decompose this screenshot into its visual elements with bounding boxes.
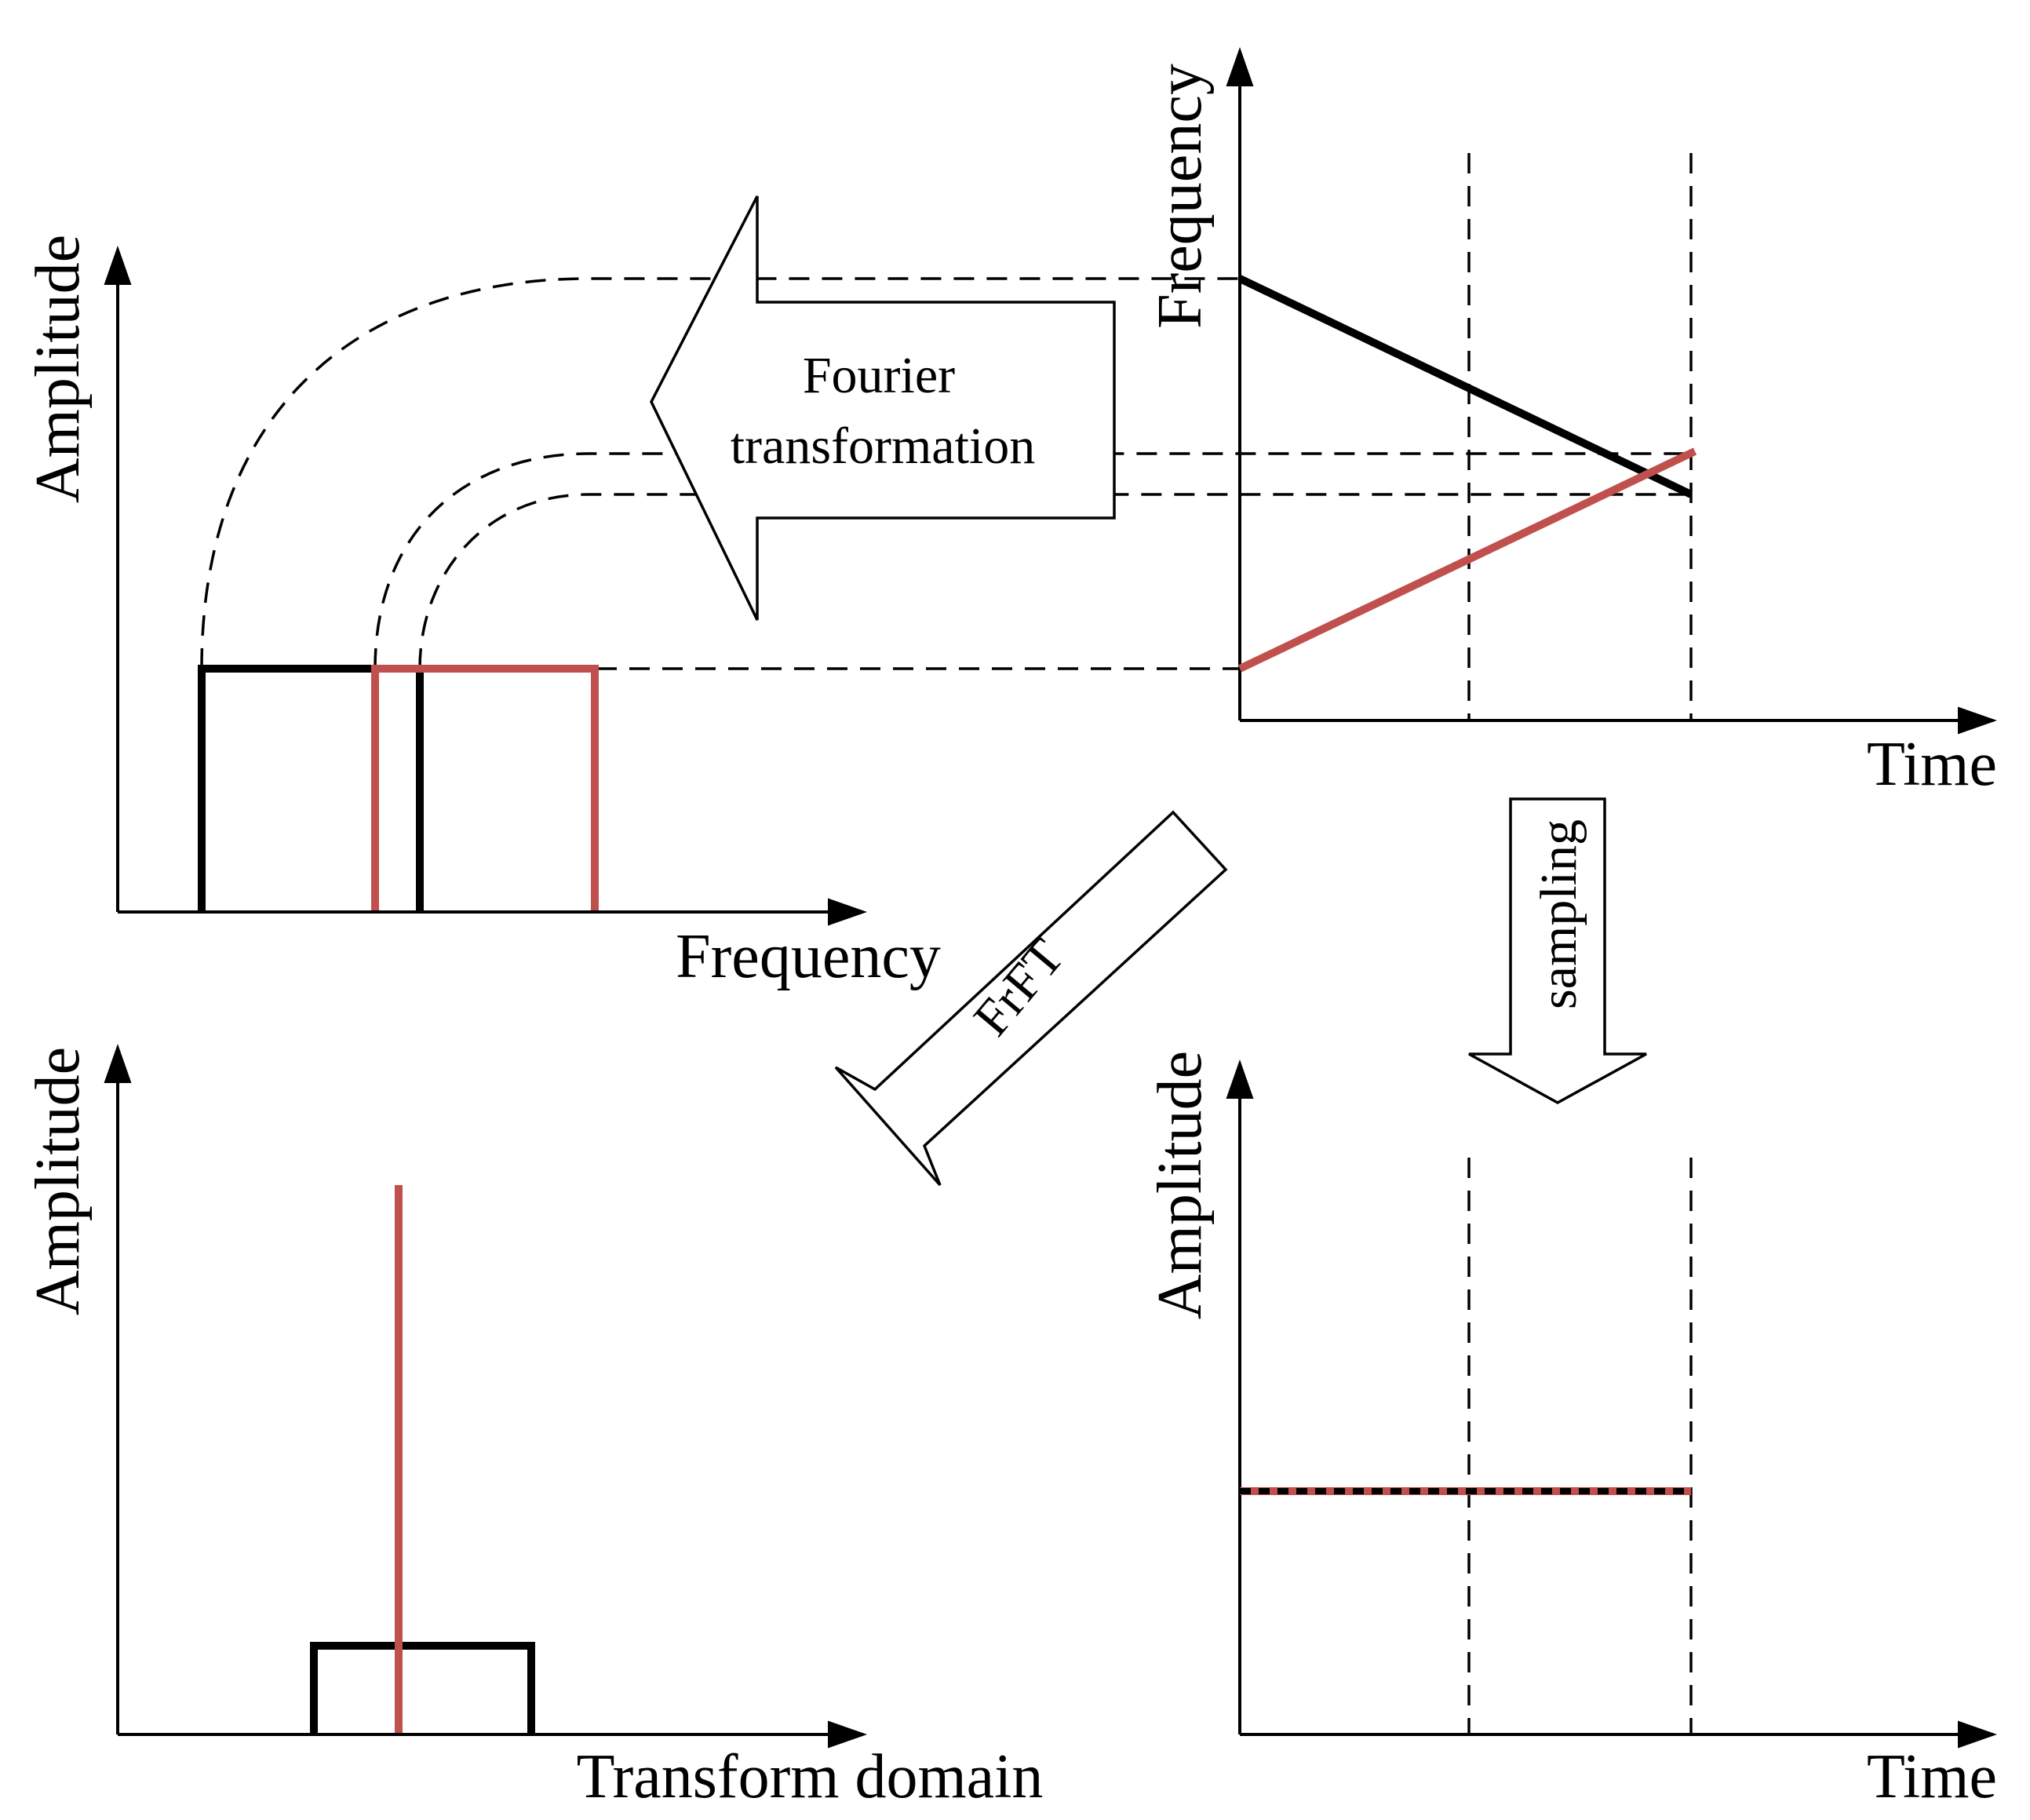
spectrum-red [371,665,599,910]
y-axis-label: Frequency [1146,64,1215,329]
fourier-label-line2: transformation [731,418,1036,475]
sampling-arrow: sampling [1468,797,1647,1104]
x-axis-label: Time [1867,730,1997,799]
panel-transform-domain: Amplitude Transform domain [24,1044,1044,1811]
x-axis-label: Frequency [676,922,941,991]
x-axis-label: Transform domain [577,1742,1044,1811]
spectrum-black [198,665,424,910]
fourier-transformation-arrow: Fourier transformation [650,195,1116,621]
spread-black-signal [310,1642,535,1733]
panel-frequency-spectrum: Amplitude Frequency [24,235,1695,991]
projection-curve-middle [374,452,1695,669]
projection-curve-top [200,277,1240,669]
y-axis-label: Amplitude [24,1047,93,1315]
x-axis-label: Time [1867,1742,1997,1811]
projection-curve-lower [418,493,1695,669]
y-axis-label: Amplitude [24,235,93,503]
fourier-label-line1: Fourier [803,347,955,404]
y-axis-label: Amplitude [1146,1051,1215,1319]
panel-sampled-time: Amplitude Time [1146,1051,1997,1811]
sampling-label: sampling [1530,819,1587,1009]
chirp-black-down [1237,275,1693,498]
panel-time-frequency: Frequency Time [1146,47,1997,799]
chirp-red-up [1237,447,1697,673]
